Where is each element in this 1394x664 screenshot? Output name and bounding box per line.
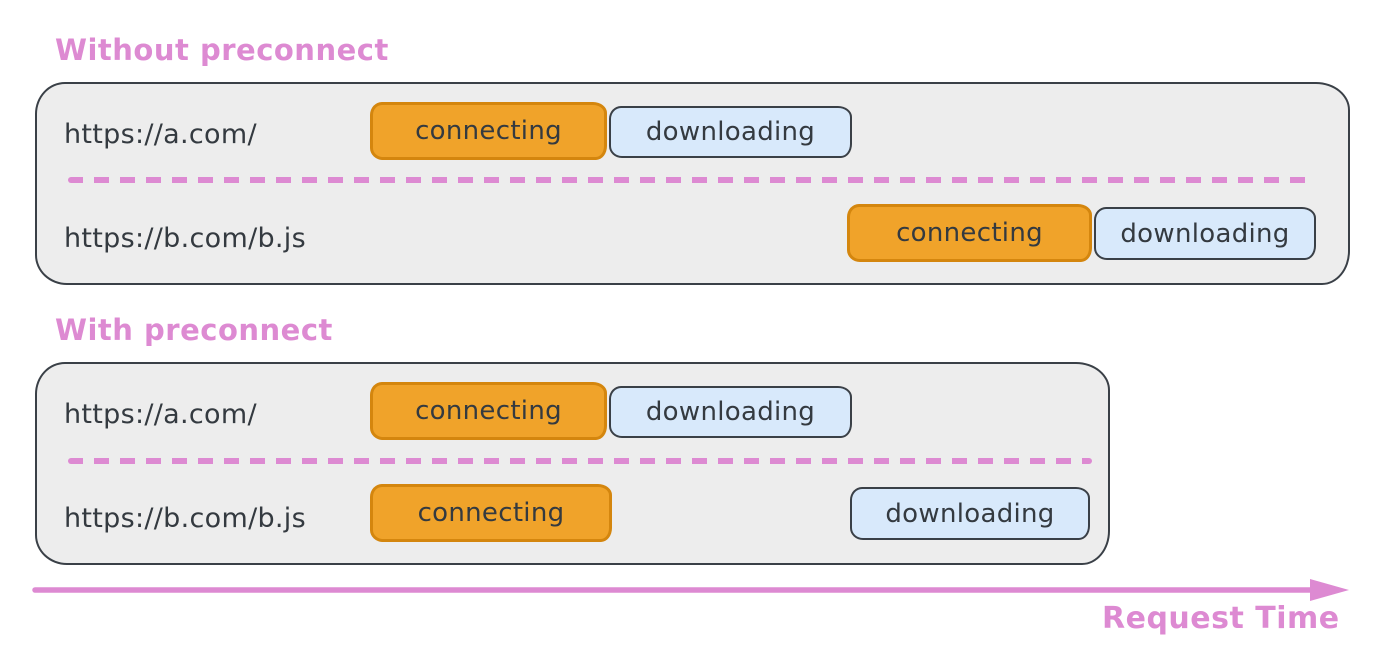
bar-connecting: connecting	[370, 102, 607, 160]
bar-downloading: downloading	[1094, 207, 1316, 260]
bar-label: downloading	[885, 498, 1055, 529]
bar-label: connecting	[415, 396, 562, 426]
url-label-a-com: https://a.com/	[64, 399, 257, 430]
panel-with-preconnect: https://a.com/ connecting downloading ht…	[35, 362, 1110, 565]
bar-downloading: downloading	[609, 106, 852, 158]
bar-label: connecting	[415, 116, 562, 146]
bar-label: connecting	[896, 218, 1043, 248]
bar-label: downloading	[1120, 218, 1290, 249]
bar-downloading: downloading	[609, 386, 852, 438]
bar-downloading: downloading	[850, 487, 1090, 540]
row-divider-dashed	[68, 177, 1313, 183]
time-axis-label: Request Time	[1102, 601, 1340, 636]
bar-connecting: connecting	[370, 484, 612, 542]
bar-label: connecting	[417, 498, 565, 528]
bar-connecting: connecting	[847, 204, 1092, 262]
panel-title-without-preconnect: Without preconnect	[55, 33, 389, 67]
url-label-a-com: https://a.com/	[64, 119, 257, 150]
bar-connecting: connecting	[370, 382, 607, 440]
panel-title-with-preconnect: With preconnect	[55, 313, 333, 347]
request-time-arrow-icon	[32, 579, 1349, 601]
url-label-b-com: https://b.com/b.js	[64, 503, 306, 534]
bar-label: downloading	[645, 397, 816, 427]
row-divider-dashed	[68, 458, 1092, 464]
panel-without-preconnect: https://a.com/ connecting downloading ht…	[35, 82, 1350, 285]
bar-label: downloading	[645, 117, 816, 147]
url-label-b-com: https://b.com/b.js	[64, 223, 306, 254]
